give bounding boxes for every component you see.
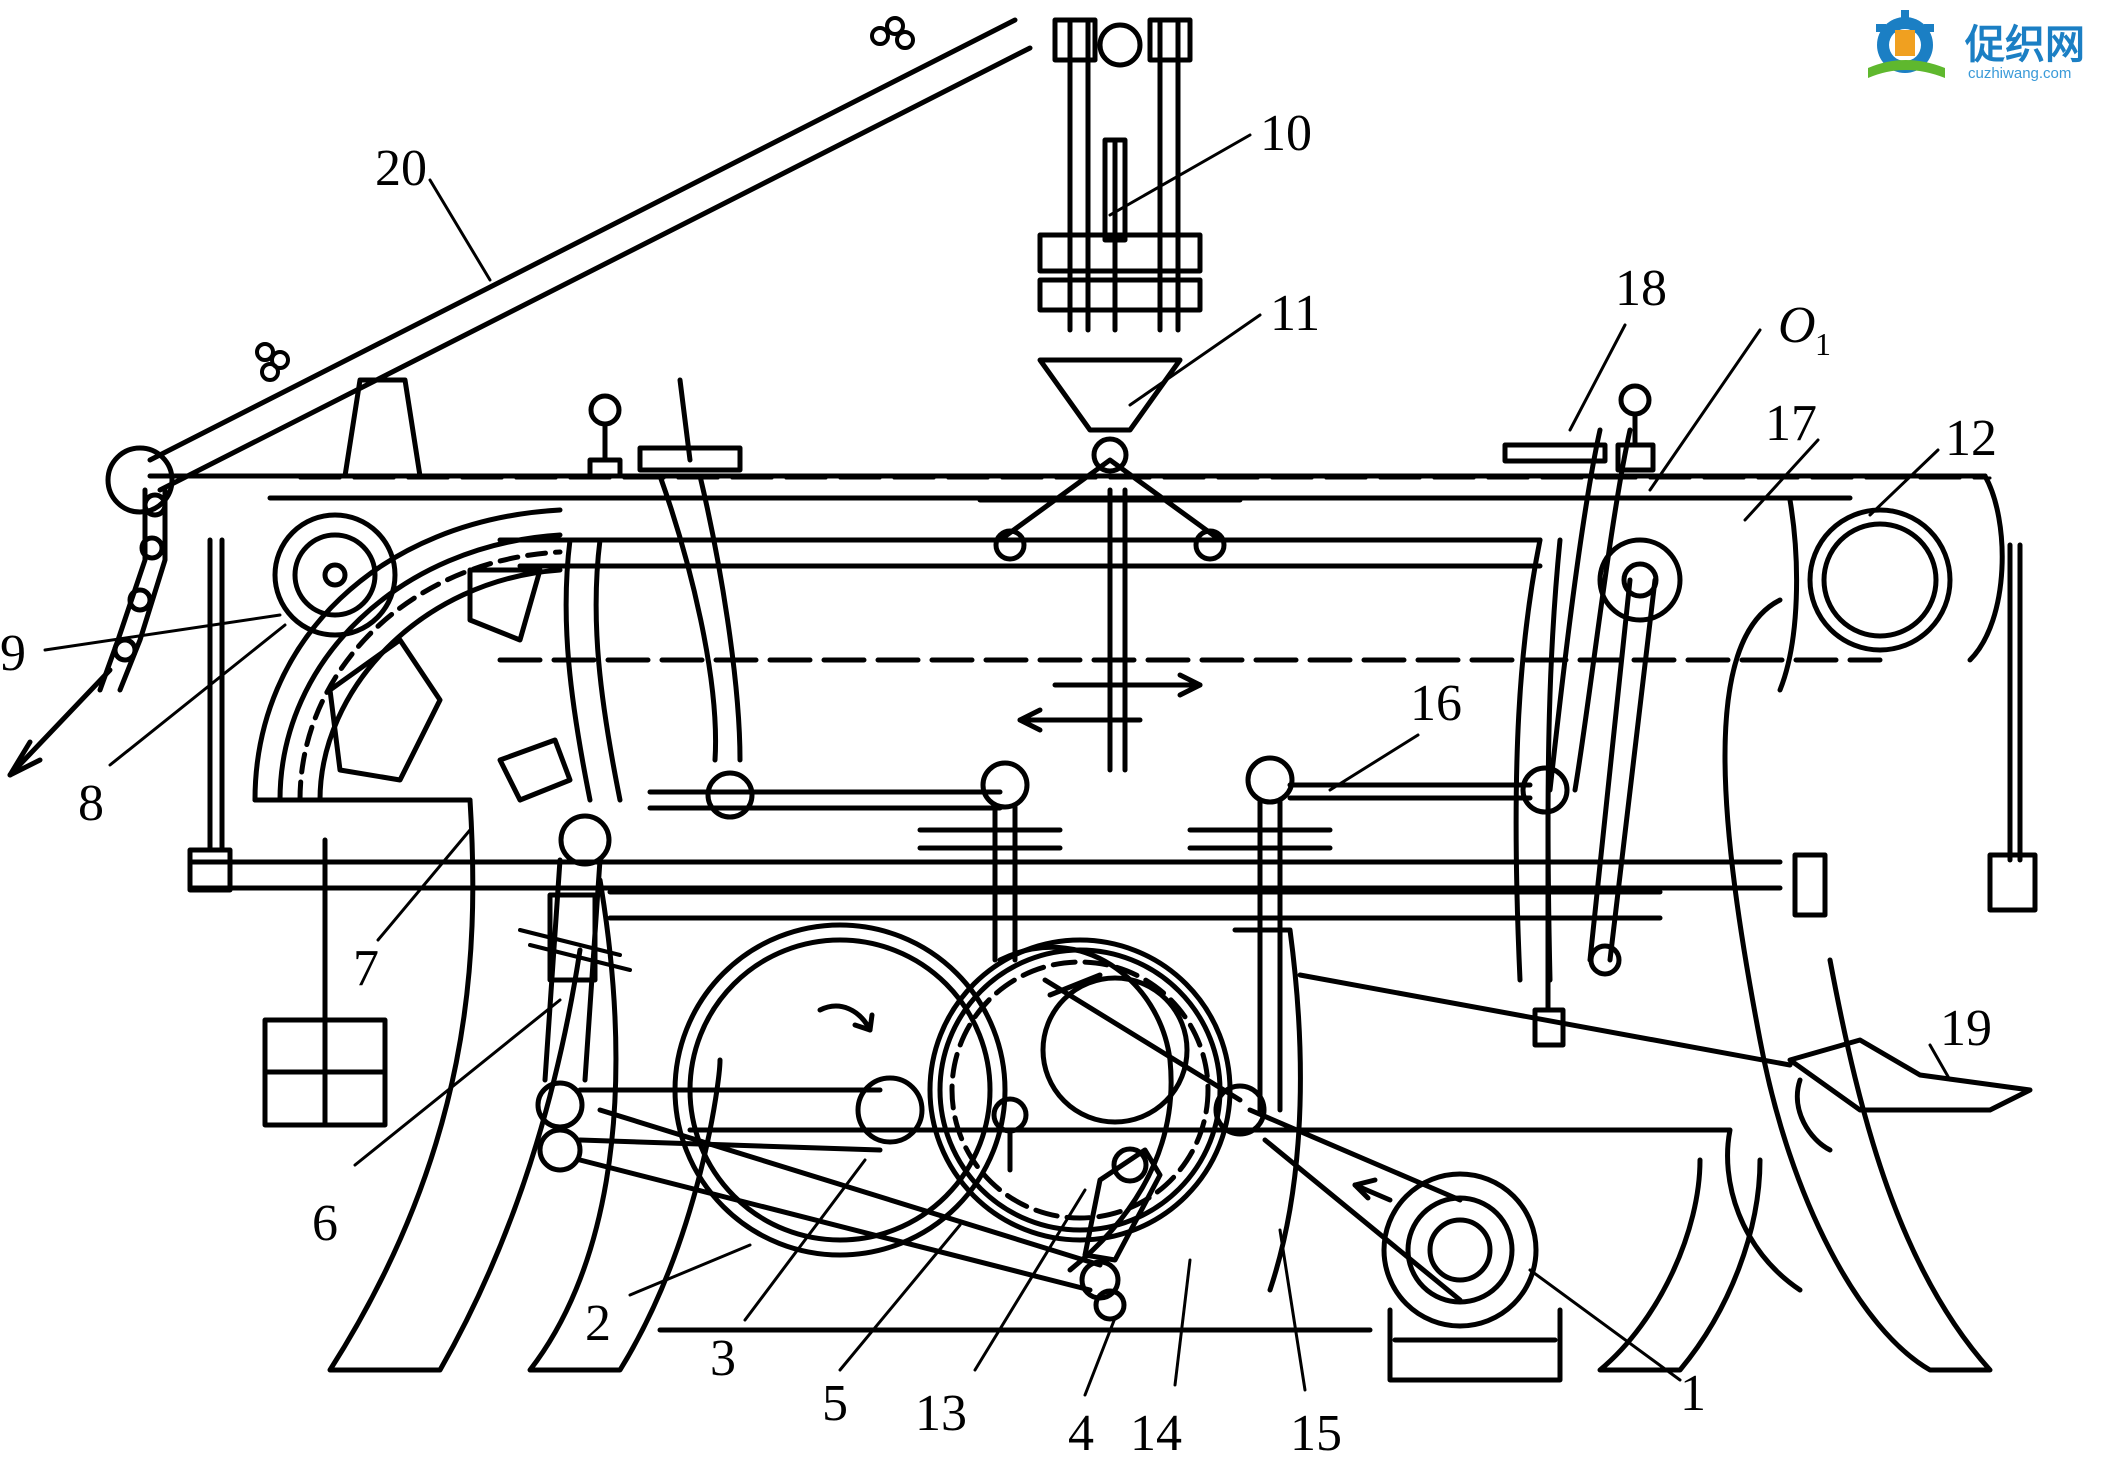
part-2-crank-rod [577, 1087, 1103, 1293]
label-1: 1 [1680, 1365, 1706, 1422]
label-18: 18 [1615, 260, 1667, 317]
label-7: 7 [353, 940, 379, 997]
label-5: 5 [822, 1375, 848, 1432]
part-17-right-lever [1532, 427, 1683, 1048]
watermark-name: 促织网 [1964, 22, 2085, 68]
watermark-url: cuzhiwang.com [1968, 65, 2071, 82]
label-6: 6 [312, 1195, 338, 1252]
label-16: 16 [1410, 675, 1462, 732]
label-o1-subscript: 1 [1815, 326, 1831, 362]
part-12-back-roller [1792, 473, 2038, 918]
part-8-roller [272, 512, 398, 638]
part-11-shedding-cam [977, 357, 1243, 773]
label-19: 19 [1940, 1000, 1992, 1057]
gear-logo-icon [1868, 10, 1945, 78]
part-9-chain [7, 487, 168, 778]
label-12: 12 [1945, 410, 1997, 467]
part-labels: 1 2 3 4 5 6 7 8 9 10 11 12 13 14 15 16 1… [0, 105, 1997, 1458]
part-14-cam [991, 944, 1267, 1273]
label-o1: O [1778, 297, 1816, 354]
leader-lines [43, 133, 1952, 1397]
part-18-valve [1502, 383, 1656, 473]
watermark-logo: 促织网 cuzhiwang.com [1868, 10, 2085, 82]
part-19-pedal [1297, 972, 2033, 1153]
part-16-connecting-bar [917, 755, 1570, 1113]
label-11: 11 [1270, 285, 1320, 342]
label-3: 3 [710, 1330, 736, 1387]
part-6-link [518, 813, 632, 1173]
label-2: 2 [585, 1295, 611, 1352]
part-10-heald-columns [1037, 17, 1203, 333]
label-13: 13 [915, 1385, 967, 1442]
part-1-motor [1247, 1107, 1563, 1383]
label-9: 9 [0, 625, 26, 682]
label-10: 10 [1260, 105, 1312, 162]
part-4-pin [1093, 1288, 1127, 1322]
sword-lever-left [563, 377, 1003, 820]
weight-assembly [187, 537, 388, 1128]
label-15: 15 [1290, 1405, 1342, 1453]
label-20: 20 [375, 140, 427, 197]
part-20-lever-arm [105, 16, 1033, 515]
part-7-segment-gear [252, 507, 573, 803]
label-8: 8 [78, 775, 104, 832]
machine-frame [147, 473, 1993, 1373]
label-17: 17 [1765, 395, 1817, 452]
label-4: 4 [1068, 1405, 1094, 1453]
label-14: 14 [1130, 1405, 1182, 1453]
